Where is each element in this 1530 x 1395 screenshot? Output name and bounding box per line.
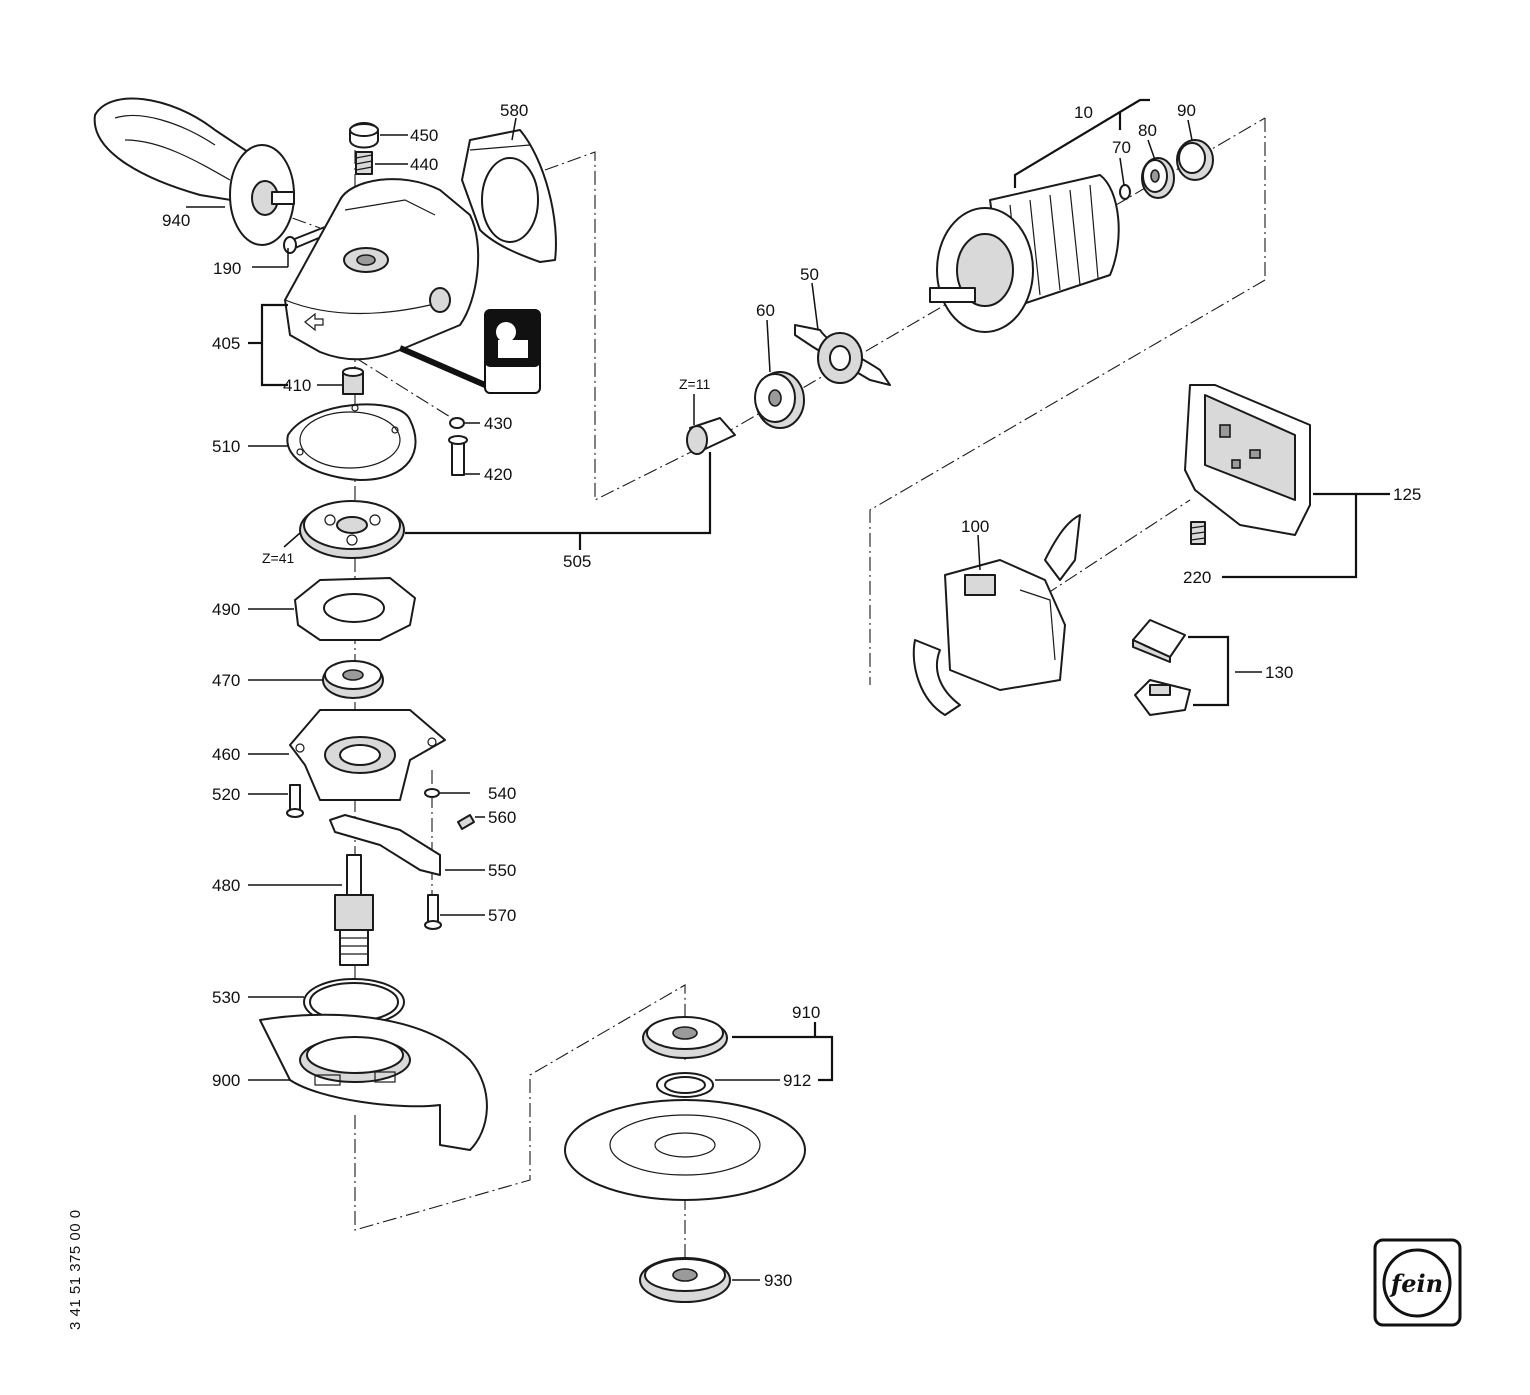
bearing-60 [754, 371, 805, 429]
label-560: 560 [488, 808, 516, 827]
bearing-470 [322, 660, 384, 699]
label-460: 460 [212, 745, 240, 764]
label-930: 930 [764, 1271, 792, 1290]
pin-420 [448, 435, 468, 476]
brackets [248, 98, 1390, 1082]
logo-text: fein [1389, 1269, 1443, 1298]
label-10: 10 [1074, 103, 1093, 122]
cover-580 [461, 129, 557, 263]
pinion-z11 [686, 417, 736, 455]
label-125: 125 [1393, 485, 1421, 504]
document-number: 3 41 51 375 00 0 [67, 1209, 84, 1330]
bearing-seat-90 [1176, 139, 1214, 181]
label-z41: Z=41 [262, 550, 295, 566]
ring-540 [424, 788, 440, 798]
label-80: 80 [1138, 121, 1157, 140]
electronics-125 [1184, 384, 1311, 536]
label-570: 570 [488, 906, 516, 925]
clamping-nut-930 [639, 1257, 731, 1303]
warning-symbol [398, 309, 541, 394]
label-410: 410 [283, 376, 311, 395]
label-550: 550 [488, 861, 516, 880]
flange-910 [642, 1016, 728, 1059]
label-900: 900 [212, 1071, 240, 1090]
label-510: 510 [212, 437, 240, 456]
label-440: 440 [410, 155, 438, 174]
label-912: 912 [783, 1071, 811, 1090]
spindle-480 [334, 854, 374, 966]
label-910: 910 [792, 1003, 820, 1022]
label-130: 130 [1265, 663, 1293, 682]
lever-550 [329, 814, 441, 876]
label-50: 50 [800, 265, 819, 284]
label-580: 580 [500, 101, 528, 120]
part-labels: 450 440 580 940 190 405 410 430 420 510 … [162, 101, 1421, 1290]
label-220: 220 [1183, 568, 1211, 587]
screw-520 [286, 784, 304, 818]
spring-440 [355, 151, 373, 175]
gasket-510 [286, 403, 417, 481]
label-530: 530 [212, 988, 240, 1007]
bevel-gear-505 [299, 500, 405, 559]
bearing-flange-460 [289, 709, 446, 801]
label-420: 420 [484, 465, 512, 484]
bushing-410 [342, 367, 364, 395]
cap-450 [349, 122, 379, 149]
label-480: 480 [212, 876, 240, 895]
armature-10 [929, 174, 1120, 333]
label-z11: Z=11 [679, 376, 710, 392]
label-60: 60 [756, 301, 775, 320]
label-505: 505 [563, 552, 591, 571]
ring-430 [449, 417, 465, 429]
label-70: 70 [1112, 138, 1131, 157]
label-450: 450 [410, 126, 438, 145]
auxiliary-handle-940 [93, 97, 295, 246]
bearing-80 [1141, 157, 1175, 199]
grinding-disc [564, 1099, 806, 1201]
label-430: 430 [484, 414, 512, 433]
label-190: 190 [213, 259, 241, 278]
washer-70 [1119, 184, 1131, 200]
label-520: 520 [212, 785, 240, 804]
label-490: 490 [212, 600, 240, 619]
label-470: 470 [212, 671, 240, 690]
ring-912 [656, 1072, 714, 1098]
label-405: 405 [212, 334, 240, 353]
gear-housing-405 [284, 178, 480, 361]
carbon-brushes-130 [1132, 619, 1191, 716]
baffle-50 [794, 324, 891, 386]
spring-220 [1190, 521, 1206, 545]
label-100: 100 [961, 517, 989, 536]
wheel-guard-900 [259, 1013, 488, 1151]
field-100 [912, 514, 1081, 716]
spring-560 [457, 814, 475, 830]
label-90: 90 [1177, 101, 1196, 120]
plate-490 [294, 577, 416, 641]
pin-570 [424, 894, 442, 930]
label-940: 940 [162, 211, 190, 230]
fein-logo: fein [1373, 1238, 1462, 1327]
label-540: 540 [488, 784, 516, 803]
leader-lines [186, 117, 1262, 1281]
